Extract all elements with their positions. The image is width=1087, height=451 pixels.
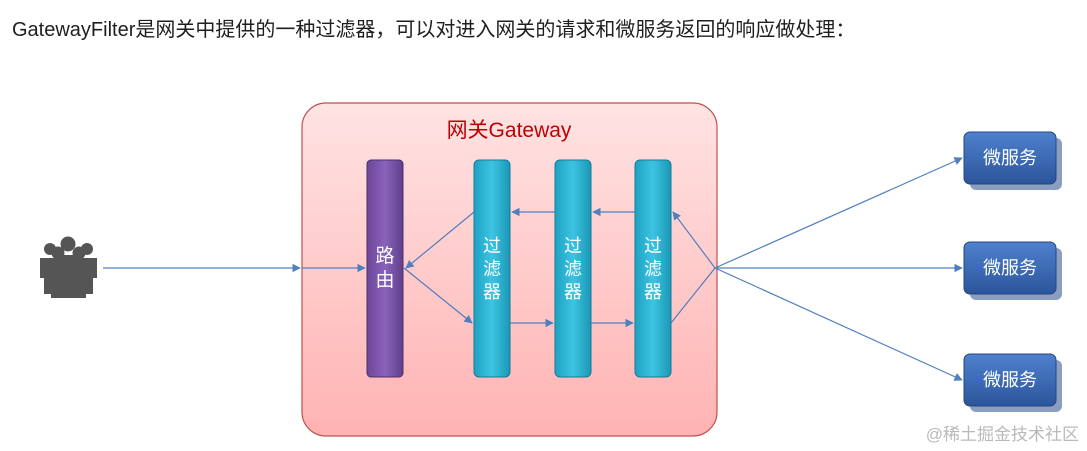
filter-label-char: 过 [483,236,501,256]
router-label-1: 路 [375,245,394,267]
filter-3: 过 滤 器 [634,159,672,378]
microservice-label: 微服务 [983,148,1037,168]
filter-label-char: 滤 [564,259,582,279]
intro-text: GatewayFilter是网关中提供的一种过滤器，可以对进入网关的请求和微服务… [12,19,856,41]
arrow-filter-3-to-hub [670,267,716,324]
arrow-filter-1-to-router [405,211,475,269]
arrow-hub-to-service-3 [714,267,963,381]
filter-label-char: 过 [644,236,662,256]
microservice-box [963,131,1057,185]
microservice-box [963,241,1057,295]
filter-label-char: 器 [644,282,662,302]
microservice-label: 微服务 [983,258,1037,278]
filter-2: 过 滤 器 [554,159,592,378]
arrow-hub-to-service-1 [714,157,963,269]
gateway-title: 网关Gateway [447,119,572,142]
filter-bar [634,159,672,378]
watermark: @稀土掘金技术社区 [925,425,1079,444]
filter-label-char: 滤 [483,259,501,279]
filter-1: 过 滤 器 [473,159,511,378]
microservice-label: 微服务 [983,370,1037,390]
microservice-2: 微服务 [963,241,1062,300]
people-group-icon [40,236,97,298]
filter-bar [473,159,511,378]
arrow-hub-to-filter-3 [672,211,716,269]
filter-label-char: 器 [483,282,501,302]
arrow-router-to-filter-1 [403,267,473,324]
filter-bar [554,159,592,378]
router-bar [366,159,404,378]
filter-label-char: 器 [564,282,582,302]
filter-label-char: 过 [564,236,582,256]
microservice-box [963,353,1057,407]
filter-label-char: 滤 [644,259,662,279]
microservice-3: 微服务 [963,353,1062,412]
router-label-2: 由 [375,269,394,291]
flow-arrows [103,157,963,381]
microservice-1: 微服务 [963,131,1062,190]
